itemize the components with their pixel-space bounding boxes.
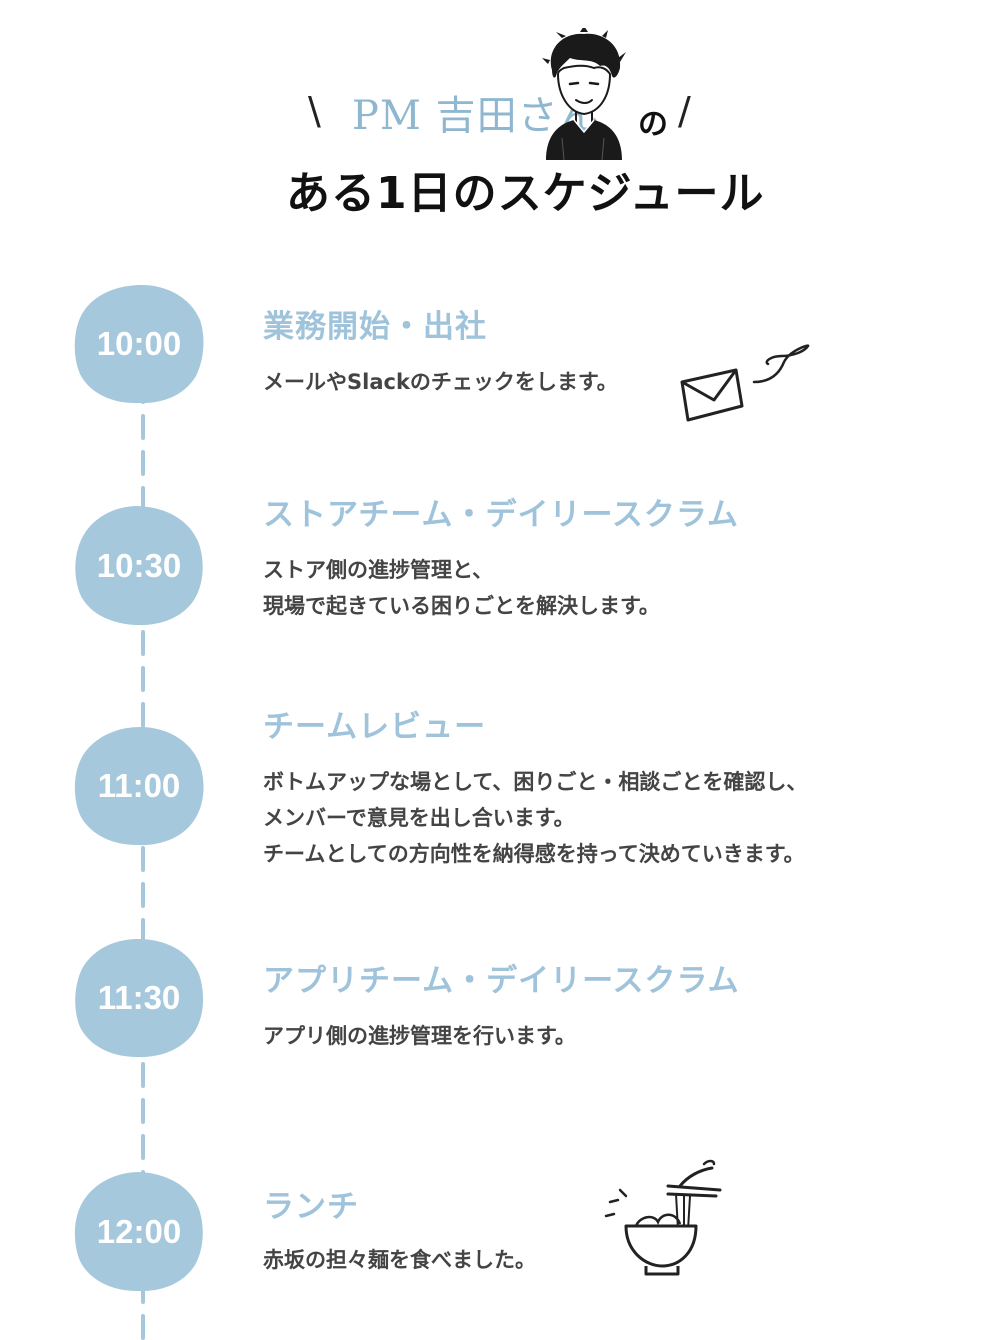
event-title: ストアチーム・デイリースクラム	[263, 497, 739, 533]
time-label: 10:30	[96, 547, 182, 584]
description-line: 赤坂の担々麺を食べました。	[263, 1248, 536, 1272]
time-label: 10:00	[96, 325, 182, 362]
event-title: 業務開始・出社	[263, 309, 487, 345]
description-line: メンバーで意見を出し合います。	[263, 806, 575, 830]
event-title: アプリチーム・デイリースクラム	[263, 963, 740, 999]
event-description: アプリ側の進捗管理を行います。	[263, 1018, 576, 1054]
description-line: チームとしての方向性を納得感を持って決めていきます。	[263, 842, 805, 866]
time-label: 11:00	[97, 767, 181, 804]
header-top-row: \ PM 吉田さん の /	[300, 92, 720, 152]
event-description: 赤坂の担々麺を食べました。	[263, 1242, 536, 1278]
noodle-bowl-icon	[604, 1159, 722, 1276]
time-badge: 11:00	[72, 724, 206, 848]
event-description: ボトムアップな場として、困りごと・相談ごとを確認し、 メンバーで意見を出し合いま…	[263, 764, 807, 872]
time-label: 12:00	[96, 1213, 182, 1250]
avatar-illustration-icon	[540, 26, 626, 161]
event-title: ランチ	[263, 1189, 359, 1225]
time-badge: 12:00	[72, 1170, 206, 1294]
description-line: アプリ側の進捗管理を行います。	[263, 1024, 576, 1048]
event-description: ストア側の進捗管理と、 現場で起きている困りごとを解決します。	[263, 552, 660, 624]
page-title: ある1日のスケジュール	[286, 168, 765, 219]
description-line: ボトムアップな場として、困りごと・相談ごとを確認し、	[263, 770, 808, 794]
header-slash-left: \	[308, 89, 321, 133]
time-label: 11:30	[97, 979, 181, 1016]
time-badge: 10:00	[72, 282, 206, 406]
time-badge: 11:30	[72, 936, 206, 1060]
event-description: メールやSlackのチェックをします。	[263, 364, 618, 400]
page-header: \ PM 吉田さん の / ある1日のスケジュール	[0, 0, 1000, 250]
description-line: ストア側の進捗管理と、	[263, 558, 494, 582]
time-badge: 10:30	[72, 504, 206, 628]
description-line: メールやSlackのチェックをします。	[263, 370, 618, 394]
event-title: チームレビュー	[263, 709, 487, 745]
header-slash-right: /	[678, 89, 691, 133]
description-line: 現場で起きている困りごとを解決します。	[263, 594, 660, 618]
header-particle-no: の	[638, 107, 668, 142]
envelope-icon	[680, 344, 810, 422]
